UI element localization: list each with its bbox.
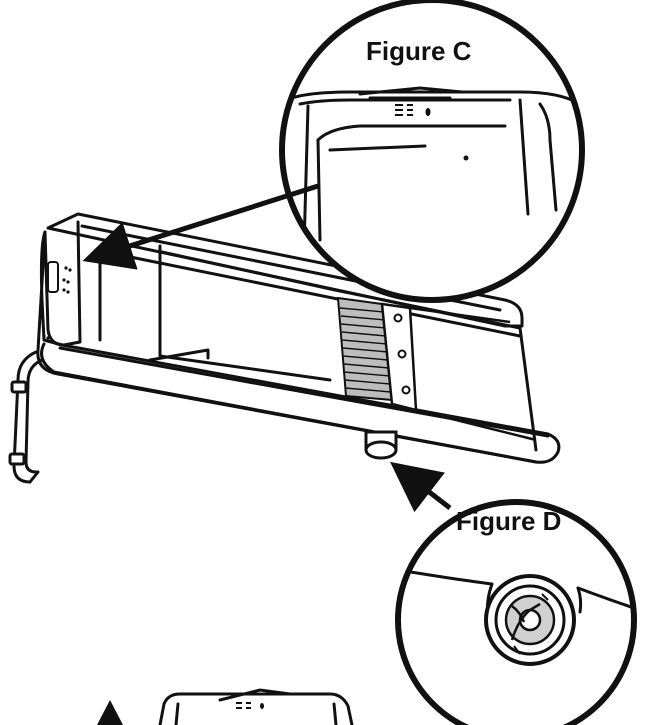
- bottom-arrow: [97, 700, 123, 725]
- figure-c-markings: [395, 104, 469, 161]
- figure-d-callout: Figure D: [395, 499, 637, 725]
- bottom-partial-view: [158, 688, 354, 725]
- left-cap-markings: [42, 261, 72, 340]
- blade-section: [336, 296, 537, 442]
- figure-c-label: Figure C: [366, 36, 472, 66]
- figure-d-knob: [484, 574, 576, 666]
- folding-leg: [8, 350, 44, 484]
- callout-arrows: [82, 183, 452, 513]
- arrow-to-figure-c: [82, 183, 319, 270]
- figure-d-label: Figure D: [456, 506, 561, 536]
- bottom-knob: [364, 430, 398, 460]
- figure-c-callout: Figure C: [279, 0, 585, 303]
- arrow-to-figure-d: [390, 461, 452, 513]
